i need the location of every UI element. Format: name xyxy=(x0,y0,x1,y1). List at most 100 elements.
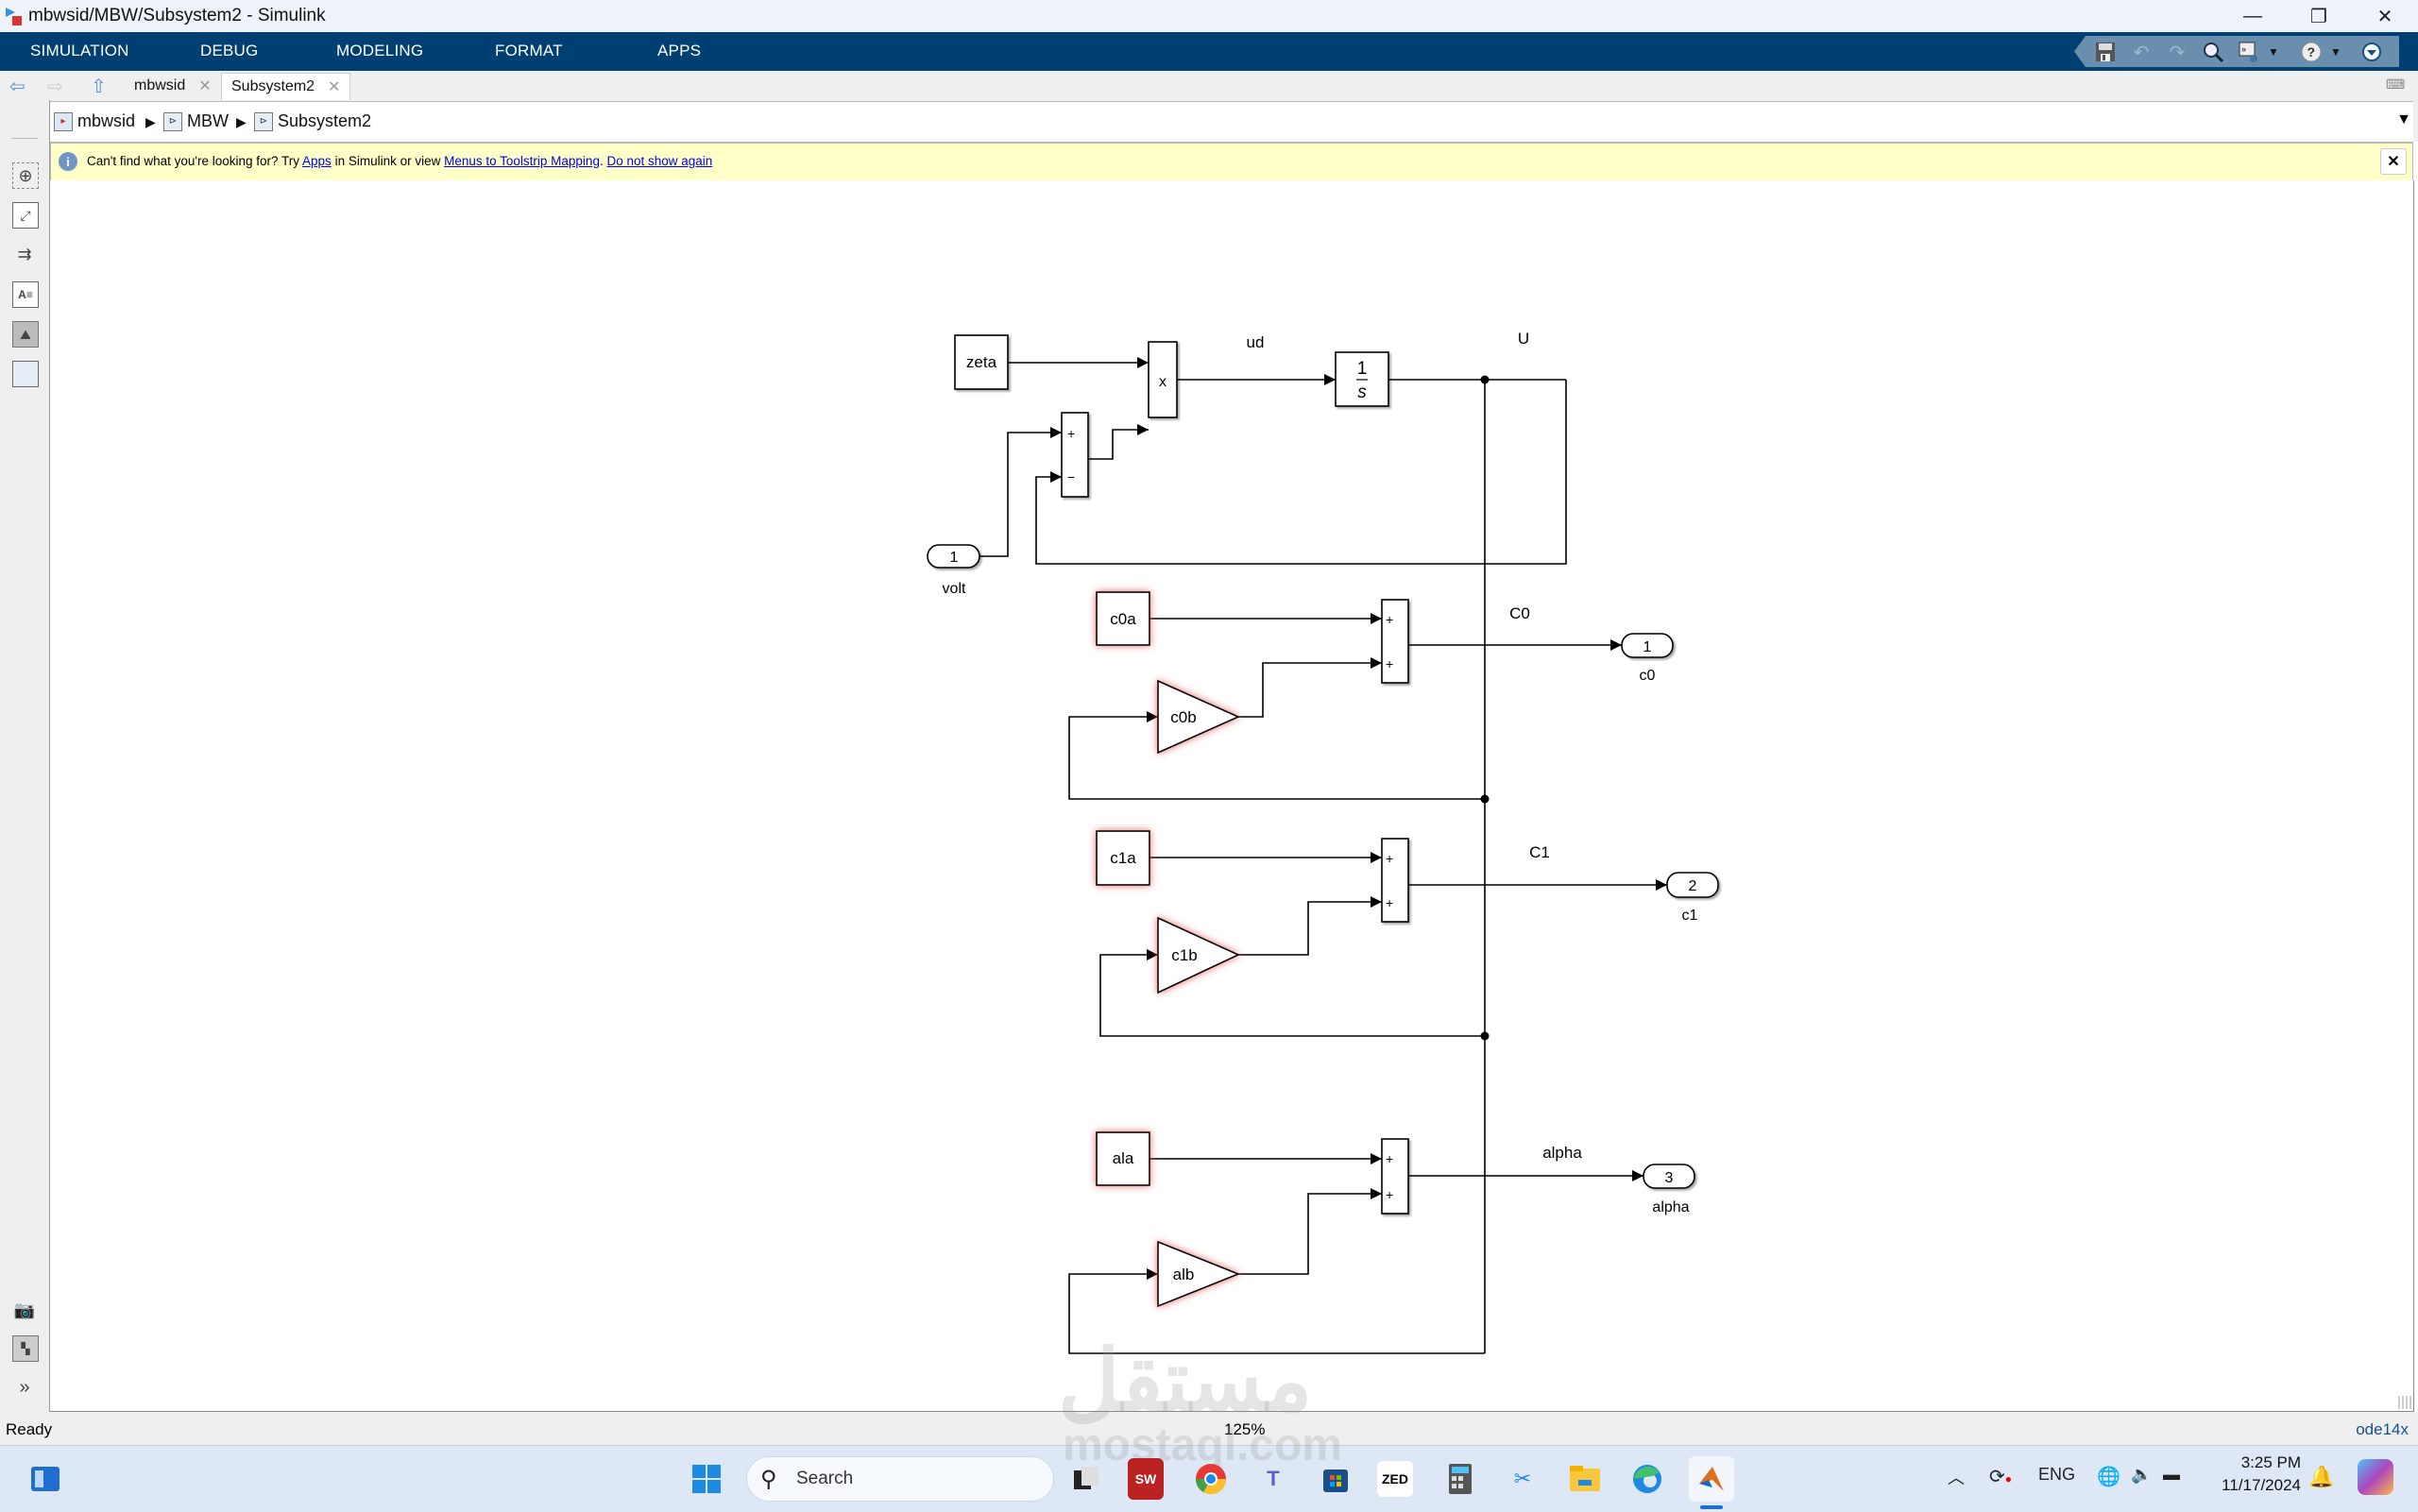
inport-volt[interactable]: 1 volt xyxy=(927,544,980,597)
resize-grip[interactable] xyxy=(2398,1396,2411,1409)
constant-block-c1a[interactable]: c1a xyxy=(1096,830,1150,886)
sync-icon[interactable]: ⟳● xyxy=(1989,1467,2013,1487)
restore-button[interactable]: ❐ xyxy=(2310,6,2327,27)
undo-icon[interactable]: ↶ xyxy=(2133,42,2150,63)
sum-block-alpha[interactable]: + + xyxy=(1381,1138,1409,1215)
outport-alpha[interactable]: 3 alpha xyxy=(1643,1164,1695,1215)
sum-block-c1[interactable]: + + xyxy=(1381,838,1409,923)
microsoft-store-icon[interactable] xyxy=(1315,1458,1356,1500)
breadcrumb-dropdown-icon[interactable]: ▼ xyxy=(2396,111,2411,127)
outport-c0[interactable]: 1 c0 xyxy=(1621,633,1674,684)
help-dropdown-icon[interactable]: ▼ xyxy=(2330,45,2341,59)
start-icon[interactable] xyxy=(686,1458,727,1500)
screenshot-icon[interactable]: 📷 xyxy=(13,1300,36,1319)
task-view-icon[interactable] xyxy=(1065,1458,1107,1500)
menu-modeling[interactable]: MODELING xyxy=(336,42,424,59)
constant-block-c0a[interactable]: c0a xyxy=(1096,591,1150,646)
snipping-tool-icon[interactable]: ✂ xyxy=(1513,1467,1532,1490)
close-button[interactable]: ✕ xyxy=(2376,6,2393,27)
solver-name[interactable]: ode14x xyxy=(2356,1420,2409,1438)
tab-mbwsid[interactable]: mbwsid ✕ xyxy=(125,73,221,99)
property-inspector-icon[interactable]: ▚ xyxy=(12,1335,39,1362)
tab-subsystem2[interactable]: Subsystem2 ✕ xyxy=(221,73,351,100)
sum-block-c0[interactable]: + + xyxy=(1381,599,1409,684)
do-not-show-again-link[interactable]: Do not show again xyxy=(606,154,713,168)
outport-c1[interactable]: 2 c1 xyxy=(1666,872,1719,924)
fit-to-view-icon[interactable]: ⤢ xyxy=(12,202,39,229)
back-arrow-icon[interactable]: ⇦ xyxy=(9,76,26,97)
shortcuts-dropdown-icon[interactable]: ▼ xyxy=(2268,45,2279,59)
teams-icon[interactable]: T xyxy=(1267,1467,1280,1490)
help-icon[interactable]: ? xyxy=(2299,40,2324,64)
toolstrip-mapping-link[interactable]: Menus to Toolstrip Mapping xyxy=(444,154,600,168)
zoom-area-icon[interactable]: ⊕ xyxy=(12,162,39,189)
area-icon[interactable] xyxy=(12,361,39,387)
feedback-line[interactable] xyxy=(1068,711,1485,800)
breadcrumb-item-mbwsid[interactable]: ▸ mbwsid xyxy=(54,111,135,131)
menu-simulation[interactable]: SIMULATION xyxy=(30,42,129,59)
signal-line[interactable] xyxy=(1238,1188,1382,1275)
solidworks-icon[interactable]: SW xyxy=(1128,1458,1164,1500)
widgets-icon[interactable] xyxy=(25,1458,66,1500)
notification-bell-icon[interactable]: 🔔 xyxy=(2308,1465,2335,1488)
network-icon[interactable]: 🌐 xyxy=(2097,1467,2120,1487)
zoom-level[interactable]: 125% xyxy=(1224,1420,1266,1438)
gain-block-alb[interactable]: alb xyxy=(1157,1240,1241,1308)
breadcrumb-item-subsystem2[interactable]: ⊳ Subsystem2 xyxy=(254,111,371,131)
feedback-line[interactable] xyxy=(1099,949,1485,1037)
signal-line[interactable] xyxy=(1088,424,1149,460)
integrator-block[interactable]: 1 s xyxy=(1335,351,1389,407)
gain-block-c1b[interactable]: c1b xyxy=(1157,916,1240,994)
matlab-icon[interactable] xyxy=(1689,1456,1734,1502)
simulink-app-icon xyxy=(6,8,22,25)
close-tab-icon[interactable]: ✕ xyxy=(198,78,212,94)
forward-arrow-icon[interactable]: ⇨ xyxy=(47,76,63,97)
gain-block-c0b[interactable]: c0b xyxy=(1157,679,1240,755)
breadcrumb-item-mbw[interactable]: ⊳ MBW xyxy=(163,111,229,131)
signal-line[interactable] xyxy=(979,427,1062,557)
save-icon[interactable] xyxy=(2093,40,2118,64)
edge-icon[interactable] xyxy=(1626,1458,1668,1500)
copilot-icon[interactable] xyxy=(2358,1459,2393,1495)
constant-block-zeta[interactable]: zeta xyxy=(954,334,1009,390)
signal-line[interactable] xyxy=(1238,896,1382,956)
volume-icon[interactable]: 🔈 xyxy=(2131,1465,2153,1484)
menu-apps[interactable]: APPS xyxy=(657,42,702,59)
image-icon[interactable]: ⛰ xyxy=(12,321,39,348)
shortcuts-icon[interactable]: » xyxy=(2237,40,2261,64)
battery-icon[interactable]: ▬ xyxy=(2163,1465,2180,1484)
feedback-line[interactable] xyxy=(1068,1268,1485,1354)
minimize-button[interactable]: — xyxy=(2243,5,2262,26)
expand-icon[interactable]: » xyxy=(19,1376,30,1398)
calculator-icon[interactable] xyxy=(1439,1458,1481,1500)
route-lines-icon[interactable]: ⇉ xyxy=(17,244,32,263)
file-explorer-icon[interactable] xyxy=(1564,1458,1606,1500)
sum-block-error[interactable]: + − xyxy=(1061,412,1089,498)
expand-toolstrip-icon[interactable] xyxy=(2359,40,2384,64)
annotation-icon[interactable]: A≡ xyxy=(12,281,39,308)
keyboard-icon[interactable]: ⌨ xyxy=(2386,76,2406,92)
menu-format[interactable]: FORMAT xyxy=(495,42,563,59)
apps-link[interactable]: Apps xyxy=(302,154,332,168)
close-infobar-button[interactable]: ✕ xyxy=(2380,148,2407,175)
signal-line[interactable] xyxy=(1238,657,1382,718)
diagram-canvas[interactable]: zeta x + − 1 s 1 volt ud U C0 C1 xyxy=(50,180,2414,1412)
up-arrow-icon[interactable]: ⇧ xyxy=(91,76,107,97)
block-label: c1a xyxy=(1110,849,1136,867)
redo-icon[interactable]: ↷ xyxy=(2169,42,2186,63)
clock-time[interactable]: 3:25 PM xyxy=(2240,1453,2301,1471)
constant-block-ala[interactable]: ala xyxy=(1096,1131,1150,1186)
menu-debug[interactable]: DEBUG xyxy=(200,42,259,59)
search-icon[interactable] xyxy=(2201,40,2225,64)
breadcrumb-separator-icon: ▶ xyxy=(145,114,156,129)
zed-icon[interactable]: ZED xyxy=(1377,1461,1413,1497)
show-hidden-icons[interactable]: ︿ xyxy=(1948,1469,1965,1487)
taskbar-search-box[interactable]: ⚲ Search xyxy=(746,1456,1054,1502)
info-icon: i xyxy=(59,152,77,171)
language-indicator[interactable]: ENG xyxy=(2038,1465,2076,1484)
chrome-icon[interactable] xyxy=(1190,1458,1232,1500)
feedback-line[interactable] xyxy=(1035,380,1567,565)
close-tab-icon[interactable]: ✕ xyxy=(328,79,341,95)
clock-date[interactable]: 11/17/2024 xyxy=(2222,1476,2301,1494)
product-block[interactable]: x xyxy=(1148,341,1178,418)
